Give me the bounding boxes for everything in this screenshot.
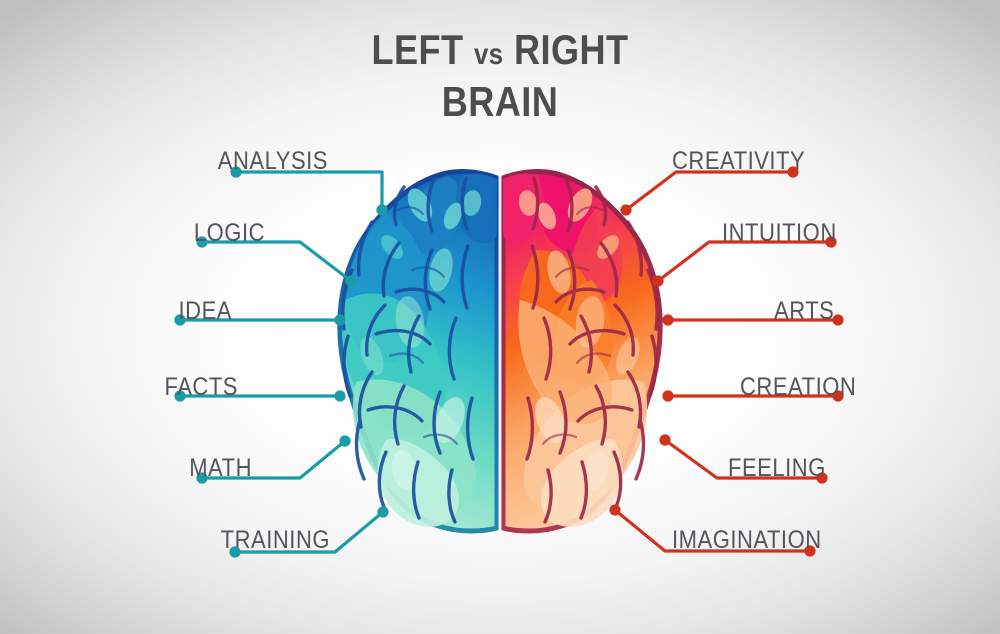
label-feeling[interactable]: FEELING [728,454,826,482]
label-arts[interactable]: ARTS [774,297,835,325]
connector-line-logic [200,240,353,283]
connector-dot-intuition-start [652,275,664,287]
connector-dot-arts-start [662,314,674,326]
title-vs-word: vs [473,38,504,71]
label-training[interactable]: TRAINING [220,526,330,554]
connector-dot-logic-end [345,275,357,287]
label-logic[interactable]: LOGIC [193,219,265,247]
connector-dot-feeling-end [816,472,828,484]
connector-dot-analysis-start [230,166,242,178]
connector-dot-math-end [339,435,351,447]
label-math[interactable]: MATH [189,454,252,482]
connector-line-intuition [656,240,833,283]
connector-dot-creativity-end [787,166,799,178]
connector-line-training [233,510,385,554]
label-analysis[interactable]: ANALYSIS [217,147,328,175]
connector-dot-intuition-end [825,236,837,248]
connector-dot-facts-end [334,390,346,402]
connector-dot-training-start [229,546,241,558]
connector-dot-training-end [377,506,389,518]
label-imagination[interactable]: IMAGINATION [672,526,822,554]
connector-dot-idea-end [334,314,346,326]
connector-dot-analysis-end [376,204,388,216]
title-left-word: LEFT [371,26,464,73]
left-hemisphere [337,169,500,534]
title-right-word: RIGHT [513,26,629,73]
label-idea[interactable]: IDEA [178,297,232,325]
connector-line-imagination [613,508,812,553]
connector-dot-imagination-end [804,545,816,557]
connector-dot-math-start [196,472,208,484]
connector-dot-creativity-start [620,204,632,216]
right-hemisphere [500,169,663,534]
connector-line-feeling [663,438,824,480]
connector-dot-feeling-start [659,434,671,446]
label-facts[interactable]: FACTS [164,373,238,401]
connector-line-analysis [234,170,384,212]
connector-dot-facts-start [174,390,186,402]
connector-dot-arts-end [832,314,844,326]
label-creation[interactable]: CREATION [740,373,857,401]
connector-dot-idea-start [174,314,186,326]
connector-line-creativity [624,170,795,212]
label-creativity[interactable]: CREATIVITY [672,147,806,175]
title-line-1: LEFT vs RIGHT [70,26,930,78]
connector-dot-creation-end [832,390,844,402]
title-line-2: BRAIN [441,78,559,125]
page-title: LEFT vs RIGHT BRAIN [70,26,930,125]
connector-dot-creation-start [662,390,674,402]
connector-dot-imagination-start [609,504,621,516]
label-intuition[interactable]: INTUITION [722,219,837,247]
connector-line-math [200,439,347,480]
connector-dot-logic-start [196,236,208,248]
